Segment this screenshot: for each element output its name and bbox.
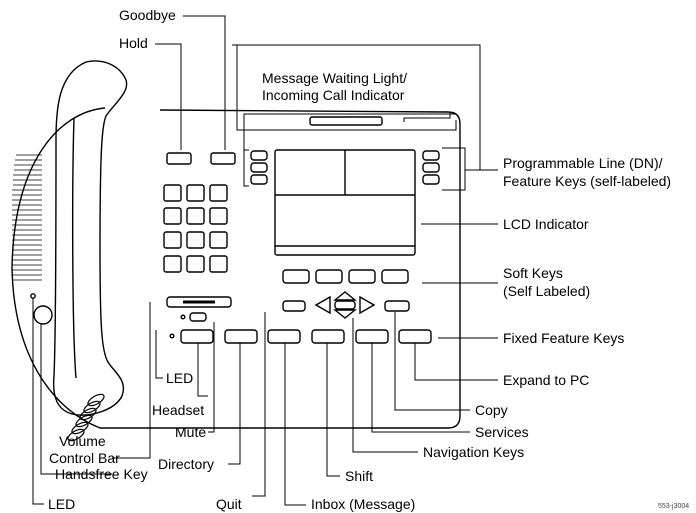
- soft-key-4[interactable]: [381, 269, 409, 284]
- soft-key-3[interactable]: [348, 269, 376, 284]
- label-navigation-keys: Navigation Keys: [423, 444, 525, 460]
- quit-key[interactable]: [282, 300, 306, 312]
- line-key-right-3[interactable]: [422, 174, 440, 185]
- callout-lines: [32, 15, 498, 506]
- headset-key[interactable]: [180, 329, 214, 344]
- dial-pad[interactable]: [163, 184, 228, 273]
- inbox-key[interactable]: [267, 329, 301, 344]
- label-led-lower: LED: [48, 496, 76, 512]
- navigation-keys[interactable]: [314, 291, 376, 319]
- soft-key-2[interactable]: [315, 269, 343, 284]
- label-led-upper: LED: [166, 370, 194, 386]
- speaker-grille: [12, 154, 42, 281]
- line-key-right-2[interactable]: [422, 162, 440, 173]
- message-waiting-light: [309, 116, 383, 126]
- label-headset: Headset: [152, 402, 205, 418]
- handsfree-key[interactable]: [33, 305, 53, 325]
- label-programmable-2: Feature Keys (self-labeled): [503, 173, 672, 189]
- label-fixed-feature-keys: Fixed Feature Keys: [503, 330, 625, 346]
- label-soft-keys-1: Soft Keys: [503, 265, 563, 281]
- hold-key[interactable]: [166, 152, 192, 165]
- handset-inner-edge: [71, 117, 77, 379]
- headset-led: [169, 333, 175, 339]
- handsfree-led: [30, 293, 36, 299]
- line-key-right-1[interactable]: [422, 150, 440, 161]
- label-message-waiting-2: Incoming Call Indicator: [262, 87, 405, 103]
- label-copy: Copy: [475, 402, 508, 418]
- mute-led: [180, 314, 186, 320]
- label-services: Services: [475, 424, 529, 440]
- line-key-left-3[interactable]: [250, 174, 268, 185]
- line-key-left-2[interactable]: [250, 162, 268, 173]
- label-programmable-1: Programmable Line (DN)/: [503, 155, 663, 171]
- copy-key[interactable]: [384, 300, 410, 312]
- handset: [52, 60, 128, 416]
- label-shift: Shift: [345, 468, 374, 484]
- label-goodbye: Goodbye: [119, 7, 176, 23]
- label-quit: Quit: [216, 496, 242, 512]
- shift-key[interactable]: [311, 329, 345, 344]
- soft-key-1[interactable]: [282, 269, 310, 284]
- label-volume-2: Control Bar: [49, 450, 120, 466]
- label-message-waiting-1: Message Waiting Light/: [262, 70, 407, 86]
- expand-to-pc-key[interactable]: [398, 329, 432, 344]
- figure-id: 553-j3004: [658, 503, 690, 510]
- label-directory: Directory: [158, 456, 215, 472]
- label-inbox: Inbox (Message): [311, 496, 416, 512]
- label-lcd-indicator: LCD Indicator: [503, 216, 589, 232]
- mute-key[interactable]: [189, 312, 207, 322]
- goodbye-key[interactable]: [210, 152, 236, 165]
- phone-body-outline: [11, 107, 461, 429]
- volume-control-bar[interactable]: [166, 296, 232, 308]
- directory-key[interactable]: [224, 329, 258, 344]
- label-hold: Hold: [119, 35, 148, 51]
- label-volume-1: Volume: [59, 433, 106, 449]
- label-handsfree-key: Handsfree Key: [55, 466, 148, 482]
- label-soft-keys-2: (Self Labeled): [503, 283, 591, 299]
- label-expand-to-pc: Expand to PC: [503, 372, 590, 388]
- label-mute: Mute: [175, 424, 207, 440]
- services-key[interactable]: [355, 329, 389, 344]
- line-key-left-1[interactable]: [250, 150, 268, 161]
- coiled-cord: [67, 393, 105, 442]
